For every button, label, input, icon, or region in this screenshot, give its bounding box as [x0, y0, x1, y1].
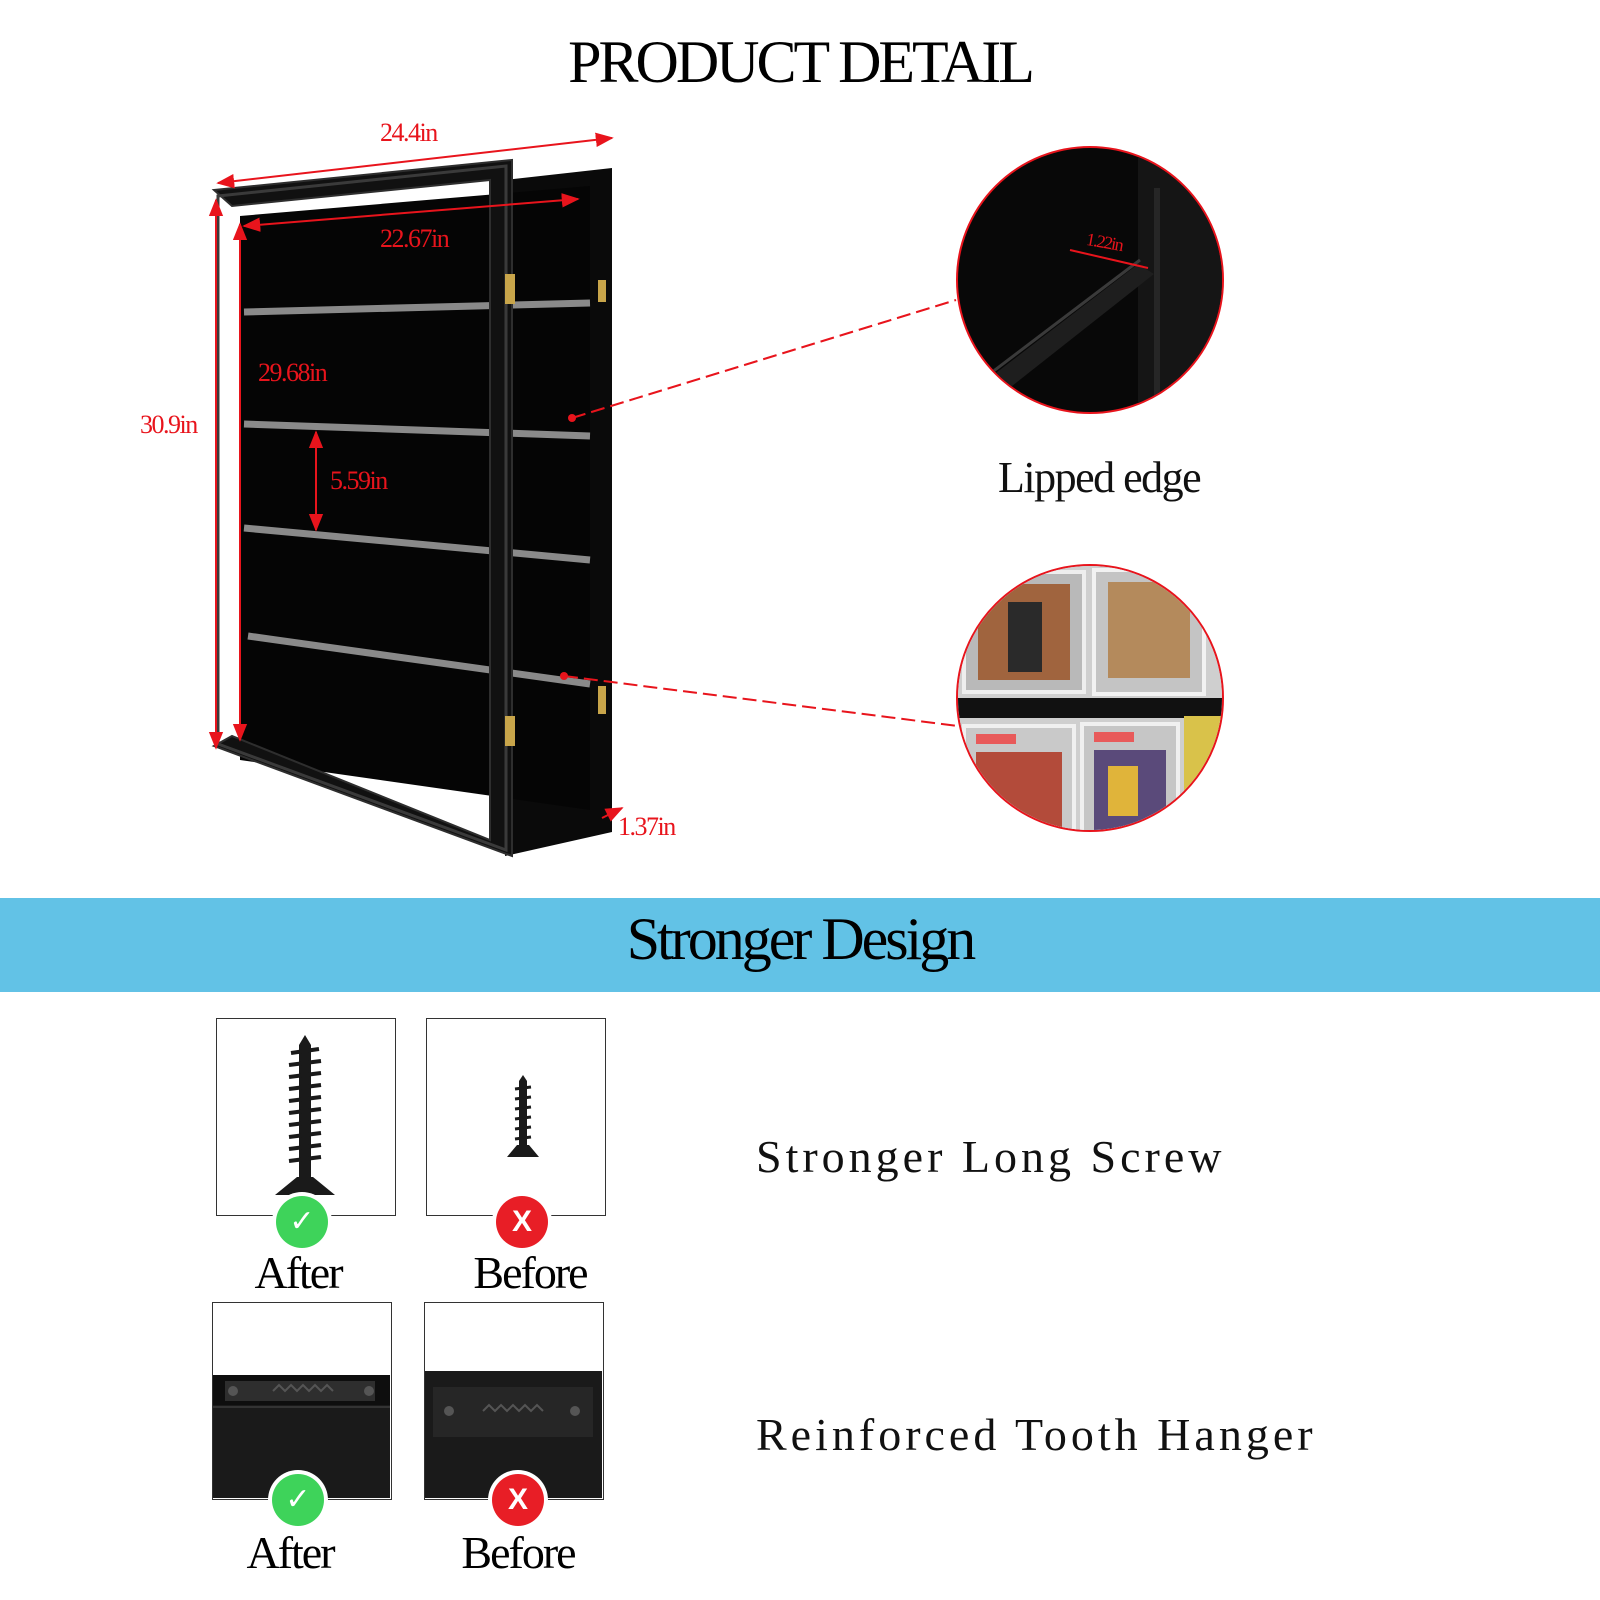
- outer-height-label: 30.9in: [140, 410, 198, 439]
- after-check-icon: ✓: [276, 1196, 328, 1248]
- outer-width-label: 24.4in: [380, 118, 438, 147]
- cards-on-shelf-zoom: [956, 564, 1224, 832]
- after-check-icon-2: ✓: [272, 1474, 324, 1526]
- depth-label: 1.37in: [618, 812, 676, 841]
- inner-width-label: 22.67in: [380, 224, 450, 253]
- page-title: PRODUCT DETAIL: [568, 29, 1035, 95]
- inner-height-label: 29.68in: [258, 358, 328, 387]
- cabinet-interior: [240, 186, 590, 810]
- lipped-edge-zoom: [956, 146, 1224, 414]
- shelf-spacing-label: 5.59in: [330, 466, 388, 495]
- hanger-after-label: After: [246, 1527, 335, 1578]
- lipped-edge-caption: Lipped edge: [998, 453, 1202, 502]
- screw-after-image: [216, 1018, 396, 1216]
- section-title: Stronger Design: [626, 906, 977, 972]
- hanger-before-label: Before: [461, 1527, 576, 1578]
- before-x-icon: X: [496, 1196, 548, 1248]
- hinge-top: [505, 274, 515, 304]
- display-case-illustration: [208, 132, 959, 858]
- before-x-icon-2: X: [492, 1474, 544, 1526]
- hanger-after-image: [212, 1302, 392, 1500]
- hinge-bottom: [505, 716, 515, 746]
- shelves: [243, 299, 591, 688]
- section-band: [0, 898, 1600, 992]
- hanger-feature-text: Reinforced Tooth Hanger: [756, 1409, 1317, 1460]
- screw-before-image: [426, 1018, 606, 1216]
- screw-after-label: After: [254, 1247, 343, 1298]
- screw-before-label: Before: [473, 1247, 588, 1298]
- screw-feature-text: Stronger Long Screw: [756, 1131, 1226, 1182]
- hanger-before-image: [424, 1302, 604, 1500]
